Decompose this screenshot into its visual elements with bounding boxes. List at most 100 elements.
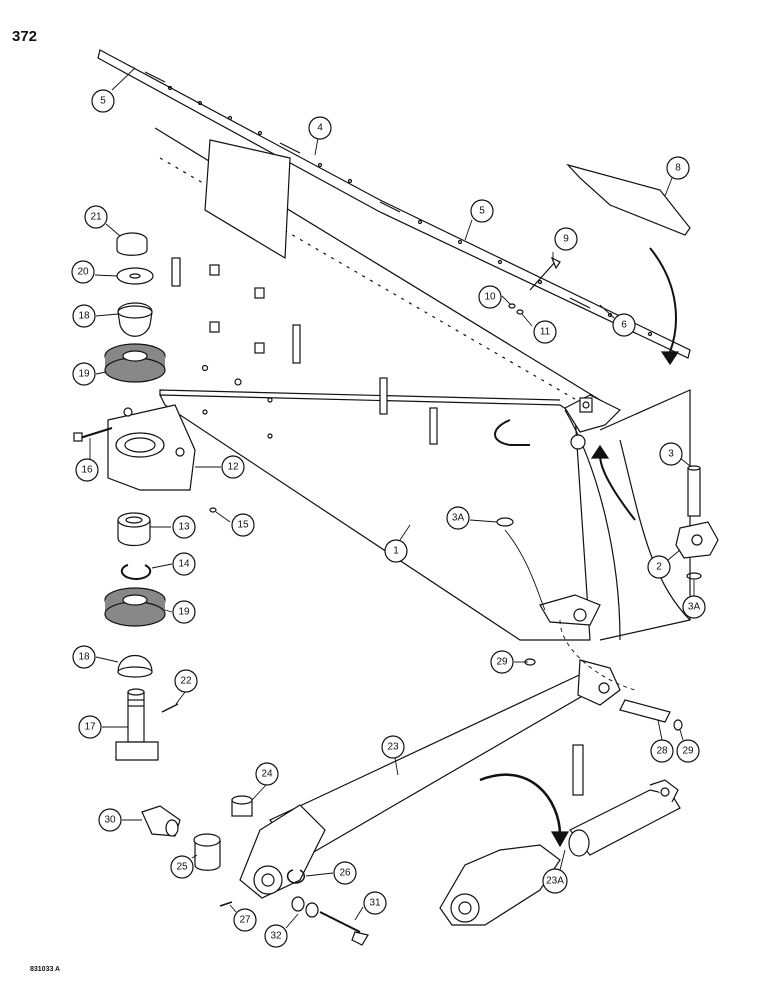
- svg-text:29: 29: [496, 657, 508, 668]
- svg-text:18: 18: [78, 311, 90, 322]
- bushing-25: [193, 833, 221, 871]
- callout-18-lower: 18: [72, 645, 96, 669]
- post-17: [115, 688, 159, 761]
- callout-24: 24: [255, 762, 279, 786]
- rubber-19-lower-hole: [122, 594, 148, 606]
- svg-text:19: 19: [178, 607, 190, 618]
- beam-pin: [572, 744, 584, 796]
- svg-text:27: 27: [239, 915, 251, 926]
- callout-3a-left: 3A: [446, 506, 470, 530]
- callout-3a-right: 3A: [682, 595, 706, 619]
- svg-text:24: 24: [261, 769, 273, 780]
- page-number: 372: [12, 28, 38, 45]
- callout-25: 25: [170, 855, 194, 879]
- washer-10: [508, 303, 516, 309]
- callout-20: 20: [71, 260, 95, 284]
- svg-text:4: 4: [317, 123, 323, 134]
- blade-clips: [171, 257, 438, 445]
- callout-19-upper: 19: [72, 362, 96, 386]
- mount-12: [107, 404, 196, 491]
- callout-21: 21: [84, 205, 108, 229]
- callout-11: 11: [533, 320, 557, 344]
- arrow-23a-head: [550, 831, 570, 848]
- svg-text:17: 17: [84, 722, 96, 733]
- svg-text:3A: 3A: [688, 602, 701, 613]
- callout-32: 32: [264, 924, 288, 948]
- callout-1: 1: [384, 539, 408, 563]
- bushing-13: [117, 512, 151, 547]
- rubber-19-upper-hole: [122, 350, 148, 362]
- pin-27: [219, 901, 233, 907]
- svg-text:16: 16: [81, 465, 93, 476]
- svg-text:6: 6: [621, 320, 627, 331]
- washer-20-hole: [129, 273, 141, 279]
- svg-text:30: 30: [104, 815, 116, 826]
- svg-text:10: 10: [484, 292, 496, 303]
- callout-22: 22: [174, 669, 198, 693]
- callout-10: 10: [478, 285, 502, 309]
- pin-28: [619, 699, 671, 723]
- bolt-16: [79, 427, 113, 439]
- callout-8: 8: [666, 156, 690, 180]
- bolt-31: [319, 911, 361, 933]
- callout-18-upper: 18: [72, 304, 96, 328]
- callout-31: 31: [363, 891, 387, 915]
- alignment-line-1: [504, 529, 546, 611]
- callout-12: 12: [221, 455, 245, 479]
- bolt-9-head: [550, 256, 561, 270]
- svg-text:14: 14: [178, 559, 190, 570]
- blade: [159, 364, 691, 641]
- callout-28: 28: [650, 739, 674, 763]
- cap-18-lower-base: [117, 666, 153, 678]
- bolt-16-head: [73, 432, 83, 442]
- svg-text:18: 18: [78, 652, 90, 663]
- bolt-31-head: [351, 931, 369, 946]
- callout-4: 4: [308, 116, 332, 140]
- washer-32b: [305, 902, 319, 918]
- arrow-hinge-head: [590, 444, 610, 459]
- svg-text:1: 1: [393, 546, 399, 557]
- cap-18-upper-rim: [117, 305, 153, 319]
- svg-text:2: 2: [656, 562, 662, 573]
- svg-text:23A: 23A: [546, 876, 564, 887]
- svg-text:15: 15: [237, 520, 249, 531]
- washer-32a: [291, 896, 305, 912]
- callout-5-left: 5: [91, 89, 115, 113]
- ring-29-right: [673, 719, 683, 731]
- arrow-8: [649, 247, 677, 353]
- svg-text:5: 5: [100, 96, 106, 107]
- bushing-24: [231, 795, 253, 817]
- callout-29-left: 29: [490, 650, 514, 674]
- sleeve-30: [141, 805, 181, 837]
- callout-23a: 23A: [542, 868, 568, 894]
- bolt-9: [529, 261, 556, 291]
- arrow-8-head: [660, 351, 680, 366]
- pin-15: [209, 507, 217, 513]
- block-2: [675, 521, 719, 559]
- svg-text:5: 5: [479, 206, 485, 217]
- callout-13: 13: [172, 515, 196, 539]
- svg-text:21: 21: [90, 212, 102, 223]
- svg-text:31: 31: [369, 898, 381, 909]
- callout-15: 15: [231, 513, 255, 537]
- svg-text:11: 11: [540, 327, 551, 338]
- callout-17: 17: [78, 715, 102, 739]
- castle-nut-21: [116, 232, 148, 256]
- svg-text:12: 12: [227, 462, 239, 473]
- callout-9: 9: [554, 227, 578, 251]
- svg-text:8: 8: [675, 163, 681, 174]
- u-hook: [494, 419, 530, 446]
- svg-text:25: 25: [176, 862, 188, 873]
- snap-ring-26: [286, 869, 306, 884]
- svg-text:20: 20: [77, 267, 89, 278]
- svg-text:22: 22: [180, 676, 192, 687]
- drawing: [73, 49, 719, 946]
- callout-23: 23: [381, 735, 405, 759]
- svg-text:28: 28: [656, 746, 668, 757]
- pin-3: [687, 467, 701, 517]
- svg-text:29: 29: [682, 746, 694, 757]
- nut-11: [516, 309, 524, 315]
- callout-27: 27: [233, 908, 257, 932]
- arrow-23a: [479, 773, 562, 836]
